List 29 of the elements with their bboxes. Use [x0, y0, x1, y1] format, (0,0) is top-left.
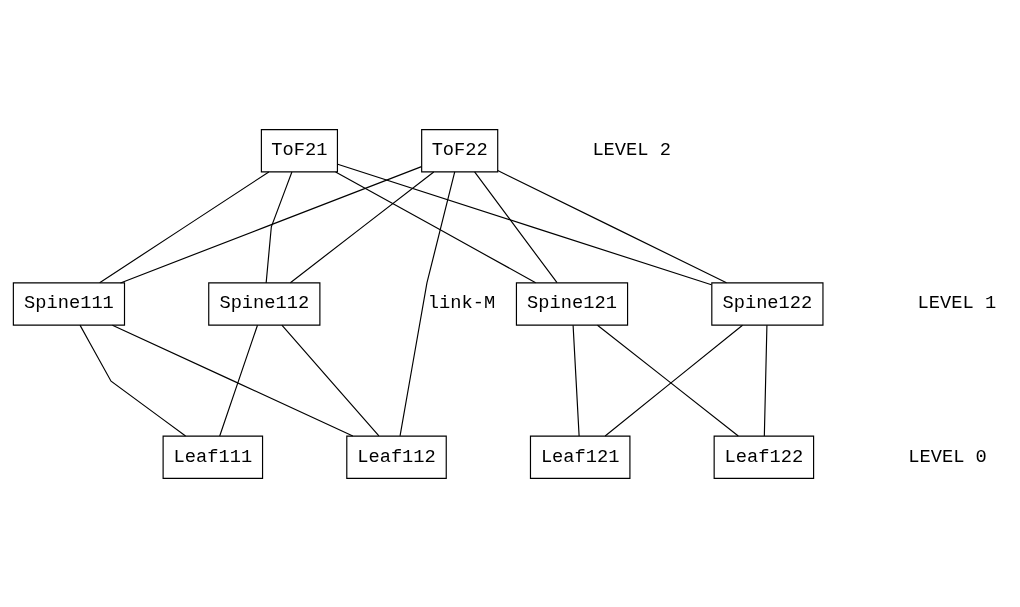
label: LEVEL 1 [917, 291, 997, 314]
connector [497, 169, 728, 283]
connector [763, 324, 768, 437]
connector [337, 163, 713, 285]
node-box: Spine122 [711, 281, 824, 326]
node-box: ToF21 [260, 128, 338, 172]
connector [289, 170, 435, 283]
edge-label: link-M [427, 291, 496, 314]
connector [572, 324, 580, 437]
node-box: Leaf111 [162, 435, 264, 479]
connector [265, 170, 293, 283]
label: LEVEL 0 [908, 445, 987, 468]
connector [79, 324, 187, 437]
connector [119, 165, 423, 283]
connector [111, 324, 354, 437]
node-box: Leaf121 [529, 435, 631, 479]
connector [399, 170, 456, 436]
label: LEVEL 2 [592, 138, 671, 161]
node-box: Leaf122 [713, 435, 815, 479]
node-box: Leaf112 [346, 435, 447, 479]
connector [281, 324, 380, 437]
connector [335, 170, 537, 283]
connector [99, 170, 270, 283]
node-box: Spine121 [515, 281, 629, 326]
node-box: ToF22 [421, 128, 499, 172]
connector [219, 324, 259, 437]
node-box: Spine111 [12, 281, 126, 326]
node-box: Spine112 [208, 281, 321, 326]
connector [474, 170, 558, 283]
